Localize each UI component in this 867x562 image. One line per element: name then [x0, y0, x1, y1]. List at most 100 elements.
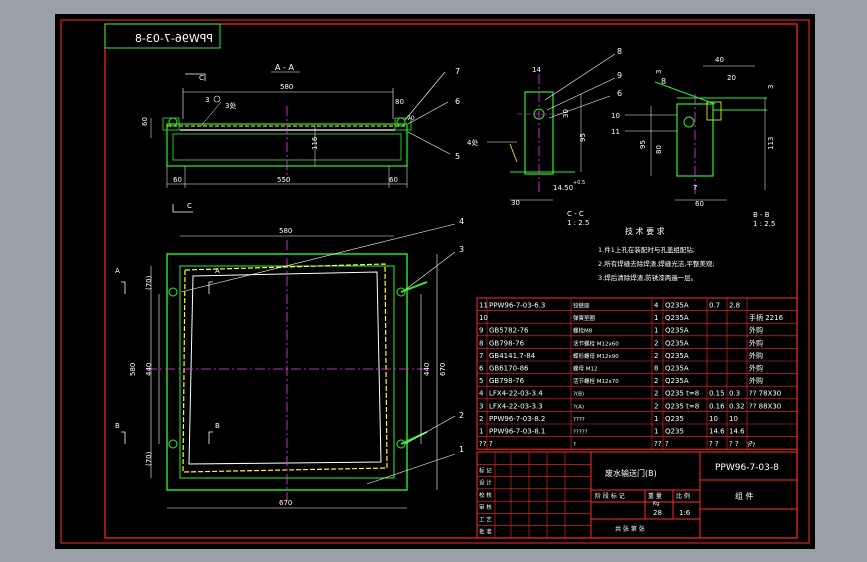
- bb-dim-113: 113: [767, 137, 775, 150]
- cc-callout-9: 9: [617, 71, 622, 80]
- bom-cell-w1: 0.7: [709, 302, 720, 310]
- bom-cell-mat: Q235: [665, 428, 684, 436]
- bom-cell-mat: Q235A: [665, 302, 689, 310]
- tech-req-title: 技 术 要 求: [625, 226, 665, 236]
- cc-callout-8: 8: [617, 47, 622, 56]
- bom-cell-code: LFX4-22-03-3.3: [489, 402, 543, 410]
- bom-cell-name: ?(A): [573, 404, 584, 410]
- section-view-cc: 14 30 95 14.50 +0.5 30 4处 8 9 6 C - C 1 …: [467, 47, 622, 227]
- bom-cell-name: ????: [573, 417, 585, 423]
- plan-view: 580 580 (70) 440 (70) 670 440 670 A A B …: [115, 217, 464, 509]
- plan-dim-580-top: 580: [279, 227, 292, 235]
- plan-dim-670-right: 670: [439, 363, 447, 376]
- drawing-canvas: PPW96-7-03-8 A - A 580 C C 116 60: [60, 19, 810, 544]
- bom-cell-qty: 8: [654, 365, 658, 373]
- sheet-frame-inner: [104, 23, 798, 539]
- bom-cell-qty: 1: [654, 327, 658, 335]
- bom-cell-code: GB5782-76: [489, 327, 529, 335]
- tech-req-line-2: 2.所有焊缝去除焊渣,焊缝光洁,平整美观;: [598, 259, 715, 268]
- bb-dim-3: 3: [767, 85, 775, 89]
- cc-scale: 1 : 2.5: [567, 219, 589, 227]
- bb-title: B - B: [753, 211, 770, 219]
- aa-dim-580: 580: [280, 83, 293, 91]
- bom-cell-name: ?????: [573, 430, 588, 436]
- bom-cell-code: PPW96-7-03-8.1: [489, 428, 545, 436]
- bom-cell-w2: 0.3: [729, 390, 740, 398]
- bb-callout-11: 11: [611, 128, 620, 136]
- plan-callout-1: 1: [459, 445, 464, 454]
- bom-cell-code: PPW96-7-03-8.2: [489, 415, 545, 423]
- bb-dim-95: 95: [639, 140, 647, 149]
- bom-cell-name: 铰链座: [573, 302, 590, 310]
- tb-scale: 1:6: [679, 509, 691, 517]
- bom-cell-qty: 2: [654, 352, 658, 360]
- bom-cell-name: ?(B): [573, 392, 584, 398]
- bom-cell-name: 螺栓M8: [573, 327, 593, 335]
- sheet-frame-outer: [60, 19, 810, 544]
- aa-callout-5: 5: [455, 152, 460, 161]
- bom-cell-name: 活节螺栓 M12x60: [573, 339, 619, 347]
- bom-cell-code: GB798-76: [489, 377, 525, 385]
- bb-dim-7: 7: [693, 184, 697, 192]
- tb-drawing-name: 废水输送门(B): [605, 468, 657, 478]
- bom-cell-mat: ?: [665, 440, 669, 448]
- bom-cell-w2: 14.6: [729, 428, 745, 436]
- cc-dim-30-b: 30: [511, 199, 520, 207]
- bom-cell-no: 11: [479, 302, 488, 310]
- bom-cell-code: GB4141.7-84: [489, 352, 536, 360]
- tb-left-label: 工 艺: [479, 516, 492, 523]
- cc-callout-6: 6: [617, 89, 622, 98]
- bom-cell-w2: 0.32: [729, 402, 745, 410]
- bom-cell-qty: 2: [654, 402, 658, 410]
- title-block: 标 记设 计校 核审 核工 艺批 准 废水输送门(B) PPW96-7-03-8…: [476, 451, 798, 539]
- technical-requirements: 技 术 要 求 1.件1上孔在装配时与孔盖组配钻; 2.所有焊缝去除焊渣,焊缝光…: [598, 226, 715, 282]
- bb-dim-60: 60: [695, 200, 704, 208]
- plan-dim-70-bottom: (70): [145, 451, 153, 466]
- bom-cell-no: 4: [479, 390, 484, 398]
- bom-cell-code: ?: [489, 440, 493, 448]
- bom-cell-no: 6: [479, 365, 484, 373]
- cc-dim-1450: 14.50: [553, 184, 573, 192]
- bb-callout-8: 8: [661, 77, 666, 86]
- bb-dim-80: 80: [655, 145, 663, 154]
- plan-sec-b-right: B: [215, 422, 220, 430]
- tb-stage-3: 比 例: [676, 492, 690, 500]
- bb-dim-3b: 3: [655, 70, 663, 74]
- aa-dim-60-left: 60: [141, 117, 149, 126]
- bom-cell-note: 外购: [749, 376, 763, 385]
- bom-cell-note: ?: [749, 440, 753, 448]
- bom-cell-no: 5: [479, 377, 483, 385]
- cc-dim-95: 95: [579, 133, 587, 142]
- bom-cell-mat: Q235A: [665, 314, 689, 322]
- aa-dim-80: 80: [395, 98, 404, 106]
- section-view-aa: A - A 580 C C 116 60 60: [141, 63, 460, 213]
- bom-cell-note: 外购: [749, 364, 763, 373]
- tb-stage-2: 重 量: [648, 492, 662, 500]
- bom-cell-no: 8: [479, 339, 483, 347]
- cad-drawing-viewport[interactable]: PPW96-7-03-8 A - A 580 C C 116 60: [55, 14, 815, 549]
- title-stamp: PPW96-7-03-8: [104, 23, 221, 49]
- bom-cell-no: 2: [479, 415, 483, 423]
- bom-cell-qty: 2: [654, 377, 658, 385]
- bom-cell-qty: 1: [654, 415, 658, 423]
- bom-cell-name: 螺母 M12: [573, 365, 598, 373]
- plan-callout-2: 2: [459, 411, 464, 420]
- aa-dim-60-b1: 60: [173, 176, 182, 184]
- bom-cell-no: 9: [479, 327, 483, 335]
- bom-cell-code: GB6170-86: [489, 365, 529, 373]
- bom-cell-qty: ??: [654, 440, 662, 448]
- bom-cell-note: 外购: [749, 351, 763, 360]
- tb-left-label: 审 核: [479, 503, 492, 511]
- aa-callout-7: 7: [455, 67, 460, 76]
- plan-sec-a-left: A: [115, 267, 120, 275]
- bom-cell-mat: Q235A: [665, 352, 689, 360]
- plan-callout-4: 4: [459, 217, 464, 226]
- bom-cell-no: ??: [479, 440, 487, 448]
- svg-text:C: C: [187, 202, 192, 210]
- bom-cell-name: 蝶形螺母 M12x90: [573, 352, 619, 360]
- bom-cell-qty: 2: [654, 339, 658, 347]
- cc-dim-30: 30: [562, 109, 570, 118]
- tb-left-label: 设 计: [479, 479, 492, 487]
- bom-cell-no: 10: [479, 314, 488, 322]
